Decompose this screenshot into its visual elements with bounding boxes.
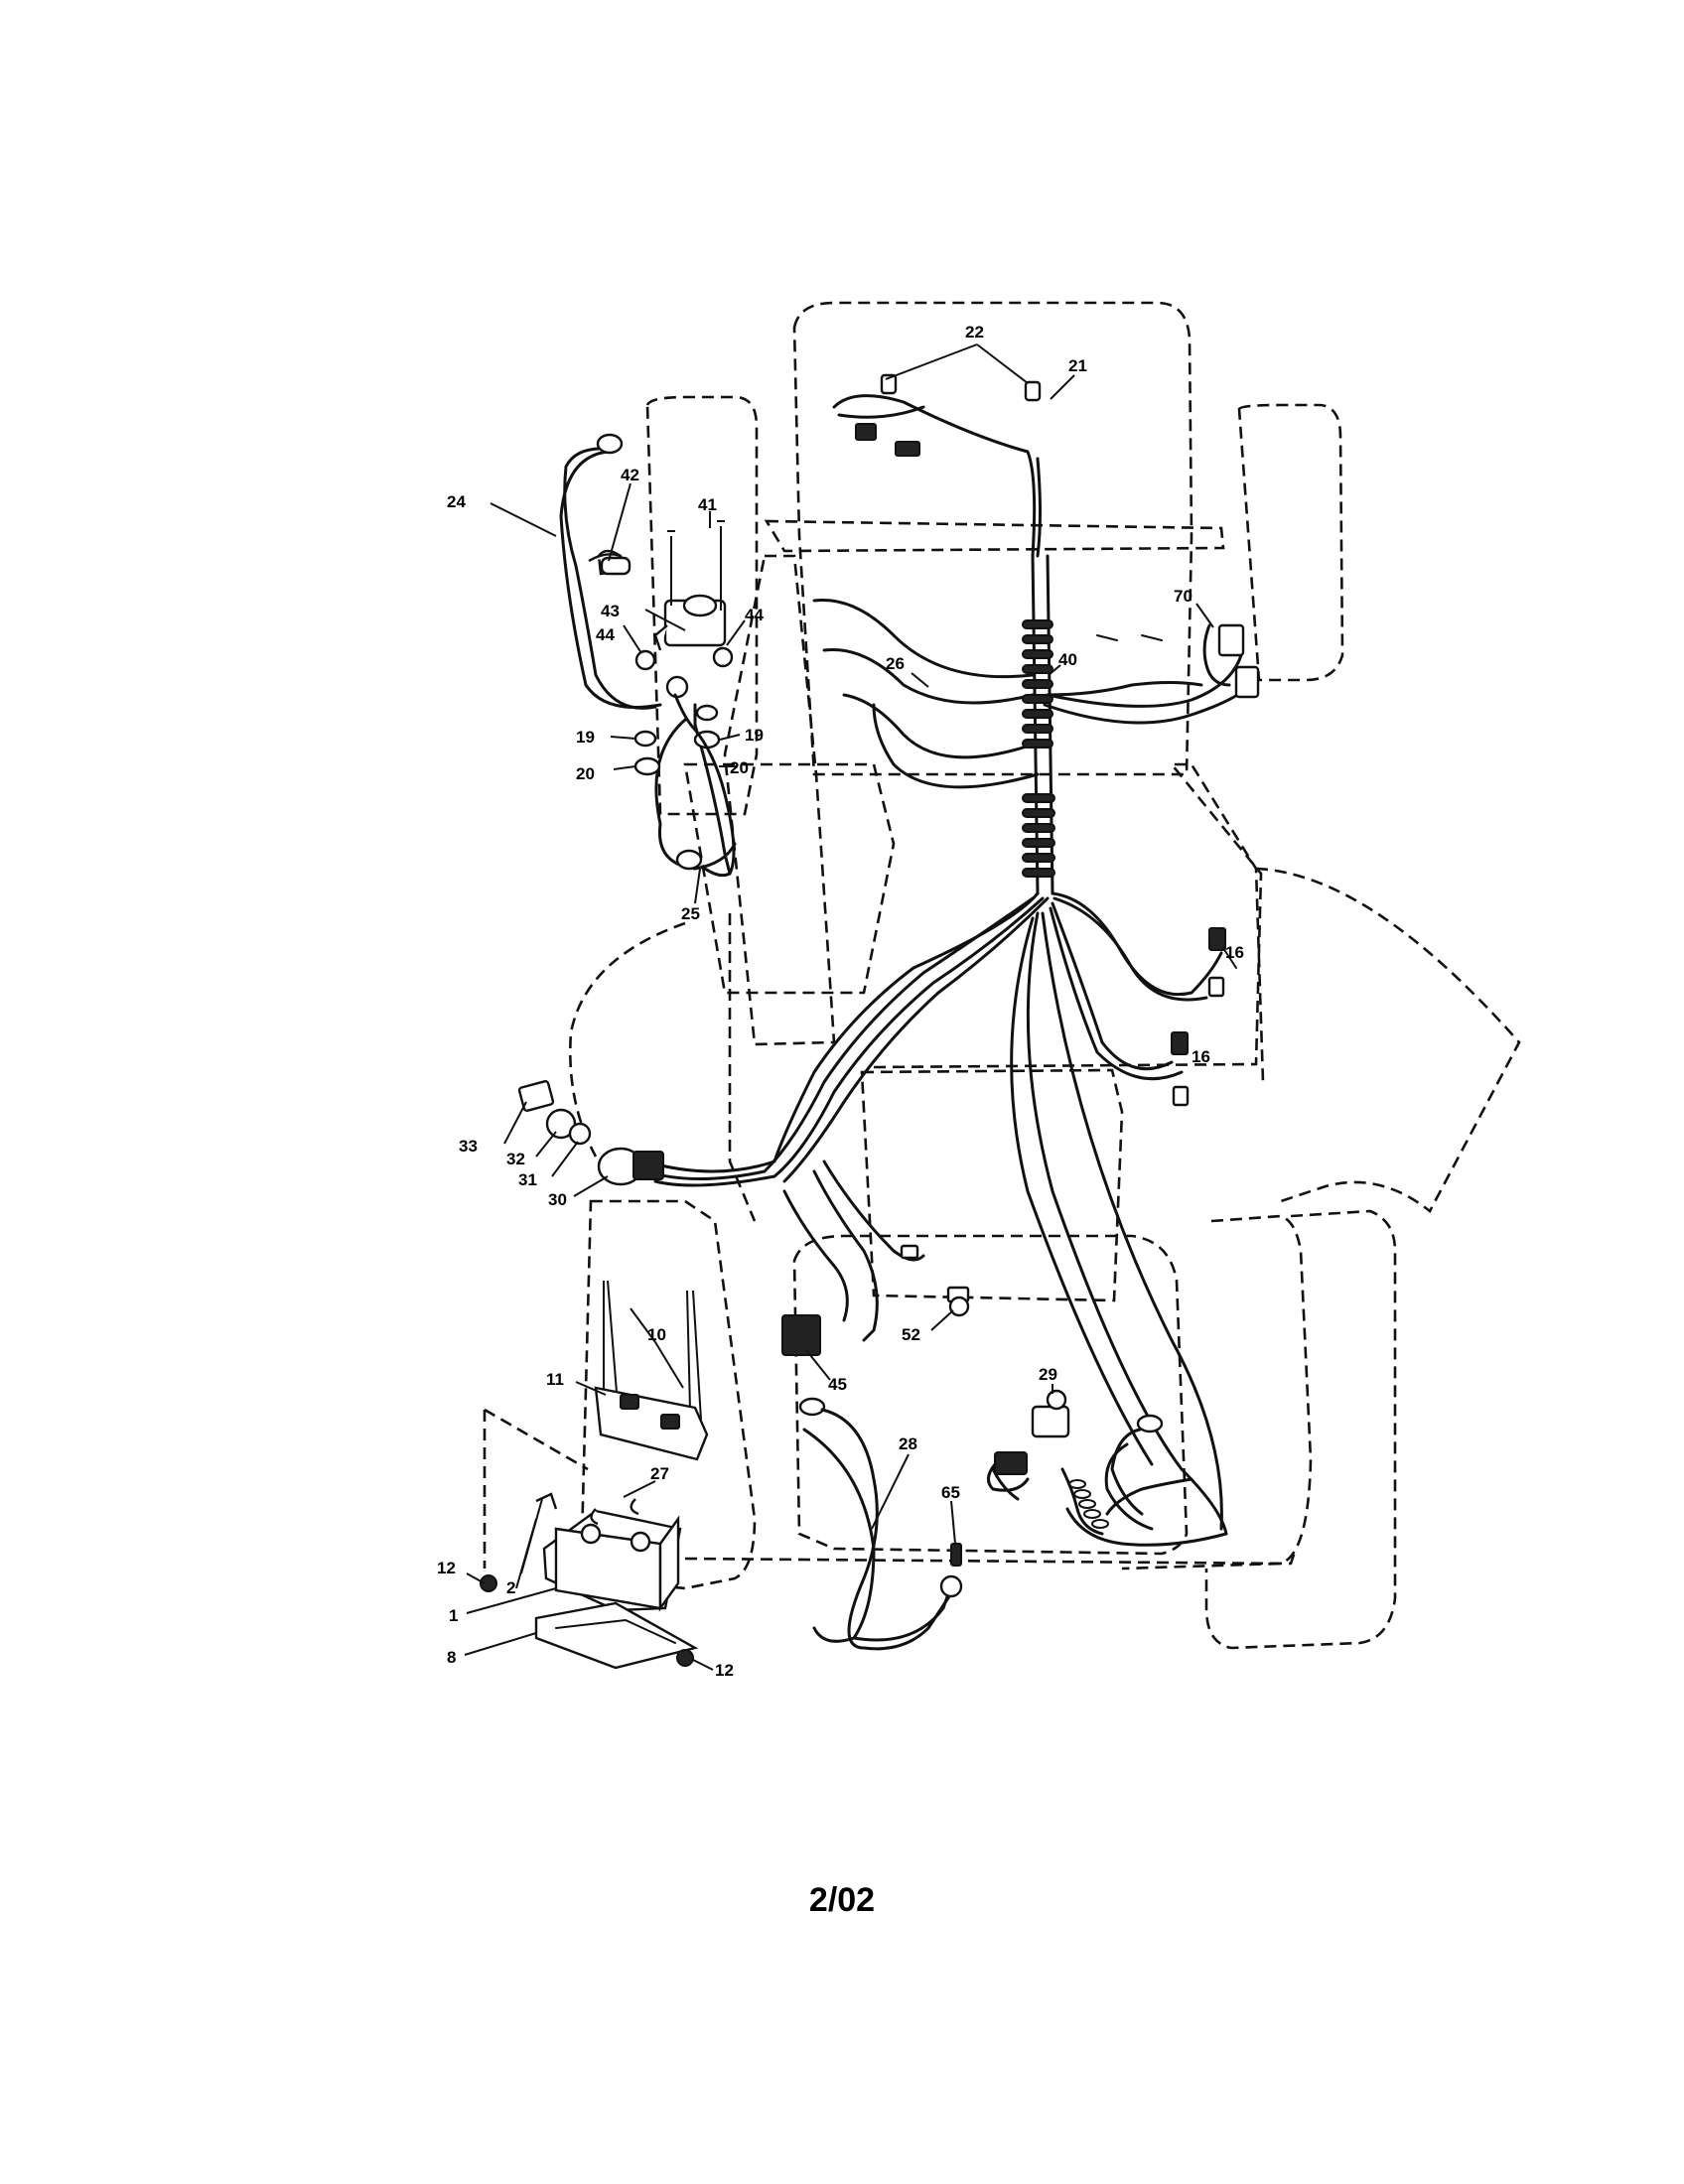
ground-wire-28 <box>798 1397 963 1651</box>
mid-frame-outline <box>683 762 896 995</box>
callout-31: 31 <box>518 1170 537 1189</box>
center-connectors <box>781 1244 970 1356</box>
plug-connectors-right <box>1171 927 1237 1107</box>
callout-19-left: 19 <box>576 728 595 747</box>
callout-27: 27 <box>650 1464 669 1483</box>
coil-harness-bottom <box>1060 1467 1109 1536</box>
mower-deck-left-outline <box>569 921 686 1158</box>
callout-16-upper: 16 <box>1225 943 1244 962</box>
callout-12-left: 12 <box>437 1559 456 1577</box>
callout-16-lower: 16 <box>1192 1047 1210 1066</box>
callout-20-right: 20 <box>730 758 749 777</box>
callout-29: 29 <box>1039 1365 1057 1384</box>
callout-28: 28 <box>899 1434 917 1453</box>
callout-43: 43 <box>601 602 620 620</box>
engine-deck-outline <box>873 762 1265 1083</box>
left-frame-rail-outline <box>728 913 757 1222</box>
callout-52: 52 <box>902 1325 920 1344</box>
harness-coil-upper <box>1022 619 1053 749</box>
right-front-wheel-outline <box>1237 403 1344 682</box>
main-harness <box>559 394 1258 1643</box>
rear-deck-outline <box>792 1234 1189 1556</box>
callout-12-right: 12 <box>715 1661 734 1680</box>
callout-8: 8 <box>447 1648 456 1667</box>
harness-coil-lower <box>1022 793 1055 878</box>
fender-outline <box>1255 867 1521 1213</box>
left-rear-wheel-outline <box>579 1199 757 1590</box>
callout-30: 30 <box>548 1190 567 1209</box>
left-front-wheel-outline <box>645 395 759 816</box>
revision-date: 2/02 <box>808 1881 876 1919</box>
seat-deck-outline <box>860 1068 1124 1302</box>
callout-42: 42 <box>621 466 639 484</box>
solenoid-assembly <box>563 433 736 878</box>
callout-41: 41 <box>698 495 717 514</box>
callout-33: 33 <box>459 1137 478 1156</box>
headlight-assembly <box>855 343 1075 457</box>
tractor-outline <box>569 301 1521 1650</box>
callout-65: 65 <box>941 1483 960 1502</box>
switch-assembly-70 <box>1046 623 1260 699</box>
callout-25: 25 <box>681 904 700 923</box>
pto-switch-assembly <box>987 1389 1164 1516</box>
callout-26: 26 <box>886 654 905 673</box>
callout-45: 45 <box>828 1375 847 1394</box>
callout-2: 2 <box>506 1578 515 1597</box>
front-frame-rail-outline <box>723 554 836 1046</box>
callout-1: 1 <box>449 1606 458 1625</box>
callout-32: 32 <box>506 1150 525 1168</box>
callout-10: 10 <box>647 1325 666 1344</box>
callout-24: 24 <box>447 492 466 511</box>
callout-44-left: 44 <box>596 625 615 644</box>
hood-outline <box>792 301 1193 776</box>
frame-crossmember-outline <box>764 519 1225 553</box>
callout-21: 21 <box>1068 356 1087 375</box>
callout-11: 11 <box>546 1370 564 1389</box>
battery-assembly <box>480 1280 709 1670</box>
right-rear-wheel-outline <box>1121 1214 1313 1570</box>
callout-70: 70 <box>1174 587 1193 606</box>
ignition-switch-assembly <box>517 1080 664 1186</box>
callout-leaders <box>464 482 1214 1671</box>
right-wheel-lower-outline <box>1204 1209 1397 1650</box>
callout-20-left: 20 <box>576 764 595 783</box>
callout-labels: 22 21 24 42 41 43 44 44 19 19 20 20 25 2… <box>437 323 1244 1680</box>
callout-40: 40 <box>1058 650 1077 669</box>
rear-frame-outline <box>684 1548 1298 1566</box>
callout-44-right: 44 <box>745 606 764 624</box>
callout-19-right: 19 <box>745 726 764 745</box>
callout-22: 22 <box>965 323 984 341</box>
